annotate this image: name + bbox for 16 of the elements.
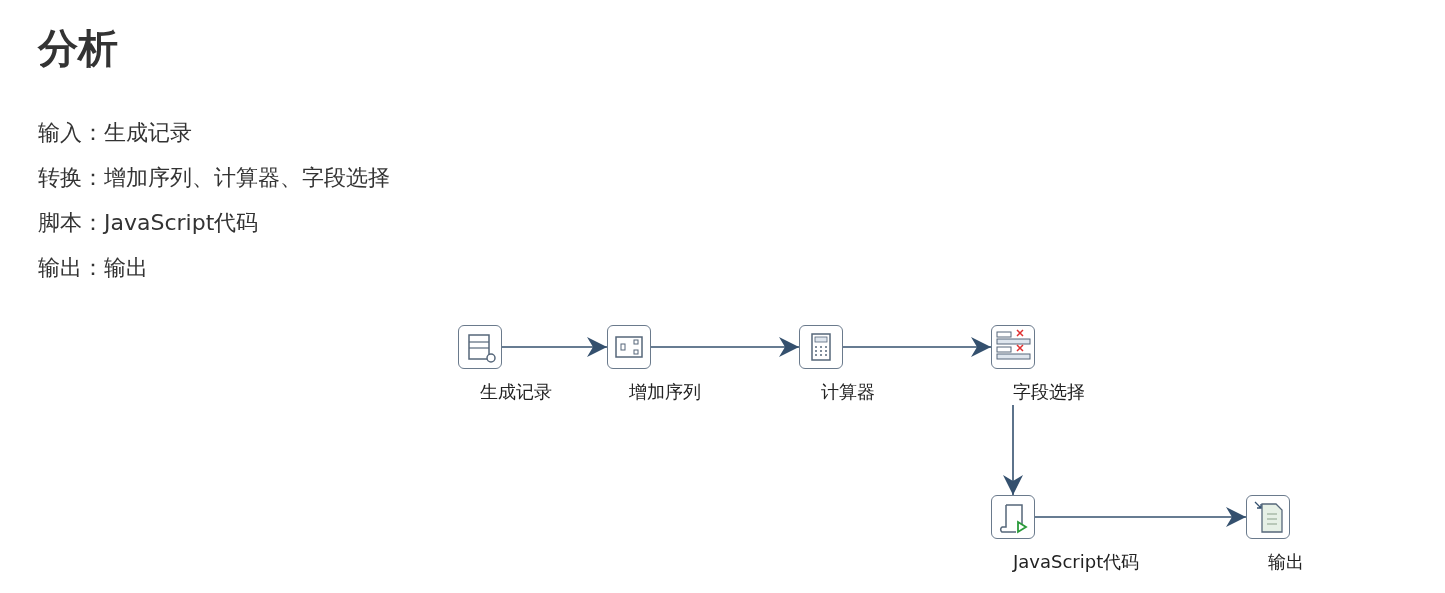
- arrow: [1034, 507, 1247, 527]
- step-label: 字段选择: [1013, 381, 1085, 403]
- step-label: 输出: [1268, 551, 1304, 573]
- step-label: 计算器: [821, 381, 875, 403]
- text-line: 输出：输出: [38, 255, 148, 282]
- arrow: [650, 337, 800, 357]
- step-label: JavaScript代码: [1013, 551, 1140, 573]
- arrow: [842, 337, 992, 357]
- step-label: 生成记录: [480, 381, 552, 403]
- text-line: 输入：生成记录: [38, 120, 192, 147]
- text-line: 转换：增加序列、计算器、字段选择: [38, 165, 390, 192]
- arrow: [1003, 404, 1023, 496]
- step-label: 增加序列: [629, 381, 701, 403]
- arrow: [501, 337, 608, 357]
- title: 分析: [38, 26, 118, 70]
- text-line: 脚本：JavaScript代码: [38, 210, 259, 237]
